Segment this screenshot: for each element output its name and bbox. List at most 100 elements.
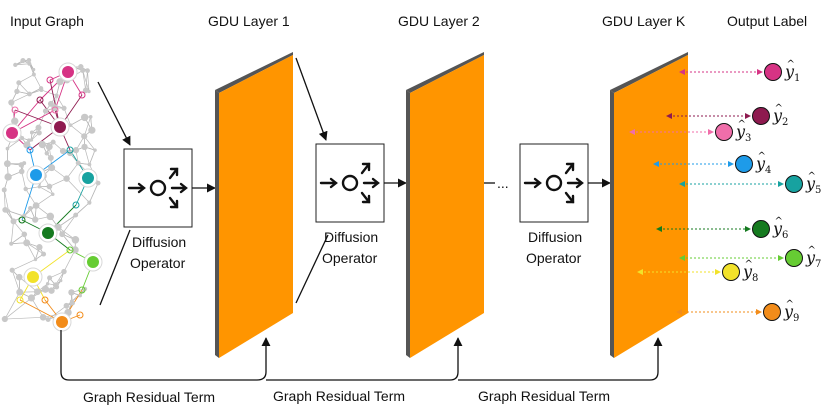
graph-node (45, 143, 53, 151)
graph-node (36, 130, 42, 136)
graph-hub-node (42, 227, 54, 239)
graph-node (1, 315, 8, 323)
gdu-layer-1-title: GDU Layer 1 (208, 13, 290, 29)
output-arrowhead-left (679, 255, 685, 261)
graph-to-operator-arrow-top (97, 81, 131, 146)
graph-node (68, 289, 75, 296)
output-arrowhead-right (728, 161, 734, 167)
graph-node (95, 180, 101, 186)
graph-node (13, 62, 18, 68)
gdu-layer-1 (215, 52, 293, 358)
graph-edge (4, 316, 44, 320)
graph-hub-node (56, 316, 68, 328)
graph-node (75, 160, 81, 166)
output-node (715, 123, 733, 141)
graph-node (81, 143, 88, 151)
layer1-to-op2-line-bottom (295, 234, 329, 304)
graph-hub-node (30, 169, 42, 181)
gdu-layer-k-title: GDU Layer K (602, 13, 686, 29)
output-hat: ^ (786, 299, 794, 310)
graph-edge (3, 189, 9, 212)
graph-node (32, 202, 40, 209)
graph-edge (12, 259, 36, 271)
output-arrowhead-left (679, 181, 685, 187)
graph-node (8, 99, 15, 106)
graph-node (20, 57, 26, 64)
graph-node (15, 273, 23, 281)
graph-node (16, 80, 22, 86)
graph-node (11, 106, 19, 114)
graph-node (26, 146, 34, 154)
diffusion-icon (319, 162, 380, 204)
layer1-to-op2-arrow-top (295, 57, 328, 141)
output-arrowhead-left (679, 69, 685, 75)
gdu-layer-2 (406, 52, 484, 358)
output-hat: ^ (775, 103, 783, 114)
graph-node (4, 173, 12, 181)
output-symbol: y7 (805, 248, 821, 270)
graph-node (27, 61, 32, 66)
graph-edge (18, 82, 30, 95)
graph-node (47, 100, 54, 107)
graph-edge (83, 116, 91, 137)
diffusion-icon (523, 162, 584, 204)
graph-node (45, 282, 50, 286)
graph-node (32, 216, 39, 223)
output-arrowhead-right (778, 255, 784, 261)
graph-edge (87, 70, 90, 92)
gdu-layer-2-title: GDU Layer 2 (398, 13, 480, 29)
operator-label-line1: Diffusion (528, 229, 582, 245)
output-arrowhead-right (778, 181, 784, 187)
output-node (763, 303, 781, 321)
output-label-4: y4^ (653, 151, 771, 176)
output-node (764, 63, 782, 81)
graph-edge (4, 292, 21, 320)
output-hat: ^ (808, 171, 816, 182)
graph-node (27, 294, 36, 302)
graph-node (78, 286, 86, 294)
output-label-8: y8^ (637, 259, 758, 284)
graph-node (26, 58, 32, 63)
graph-edge (82, 70, 87, 91)
graph-node (16, 288, 24, 296)
graph-edge (61, 214, 76, 235)
output-label-1: y1^ (679, 59, 800, 84)
graph-node (2, 206, 9, 213)
residual-path-3 (458, 337, 663, 381)
graph-node (33, 288, 41, 296)
graph-edge (4, 297, 32, 320)
graph-node (9, 267, 15, 273)
graph-node (36, 96, 44, 104)
graph-node (59, 147, 67, 155)
output-labels: y1^y2^y3^y4^y5^y6^y7^y8^y9^ (629, 59, 821, 324)
output-symbol: y2 (772, 106, 788, 128)
graph-node (88, 115, 93, 119)
graph-edge (25, 186, 40, 190)
graph-node (82, 87, 89, 94)
graph-node (61, 105, 67, 111)
graph-node (29, 138, 34, 142)
graph-edge (47, 305, 67, 320)
graph-node (36, 244, 43, 251)
graph-hub-node (6, 127, 18, 139)
output-symbol: y8 (742, 262, 758, 284)
graph-node (37, 184, 42, 189)
output-arrowhead-left (676, 309, 682, 315)
graph-node (78, 64, 84, 70)
output-node (752, 107, 770, 125)
graph-node (87, 162, 92, 167)
graph-node (54, 93, 59, 98)
operator-label-line2: Operator (526, 250, 582, 266)
operator-label-line1: Diffusion (324, 229, 378, 245)
output-label-2: y2^ (666, 103, 788, 128)
output-symbol: y1 (784, 62, 800, 84)
graph-node (71, 246, 79, 254)
graph-edge (15, 63, 30, 66)
graph-edge (10, 221, 14, 244)
graph-edge (21, 171, 27, 190)
graph-to-operator-line-bottom (99, 229, 131, 306)
graph-node (46, 183, 53, 190)
graph-hub-node (54, 121, 66, 133)
graph-node (72, 201, 80, 209)
